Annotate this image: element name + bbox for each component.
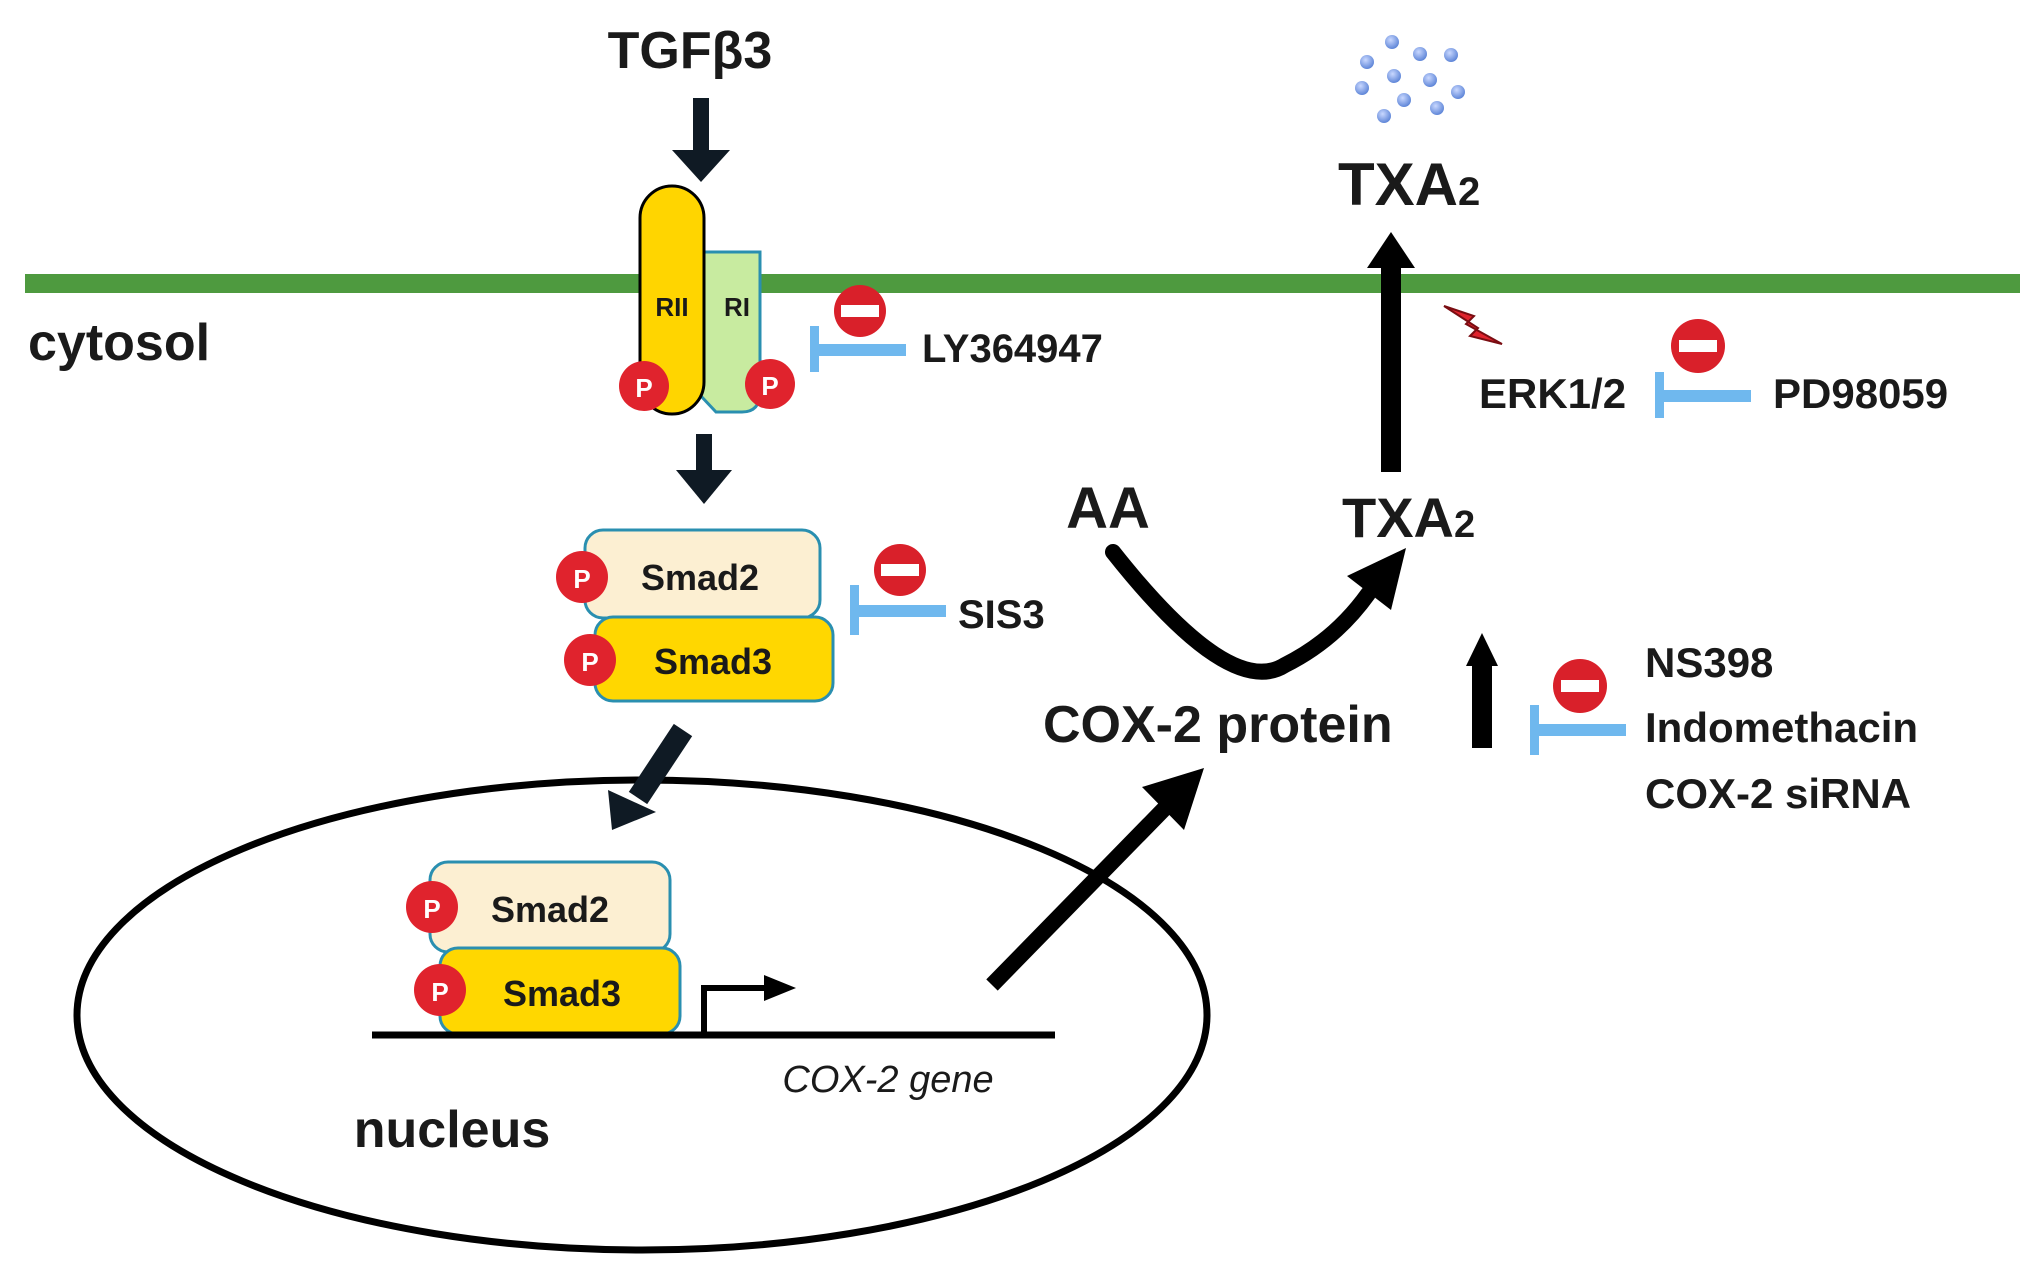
smad3-label: Smad3 — [654, 641, 772, 682]
gene-label: COX-2 gene — [782, 1059, 993, 1101]
phospho-badge-smad3 — [564, 634, 616, 686]
cell-membrane — [25, 274, 2020, 293]
gene-to-protein-arrow — [986, 768, 1204, 991]
molecule-dot — [1430, 101, 1444, 115]
receptor-complex: RII RI P P — [619, 184, 795, 416]
smad3-label: Smad3 — [503, 973, 621, 1014]
phospho-badge-ri — [745, 359, 795, 409]
inhibitor-bar — [850, 605, 946, 617]
nucleus-smad-complex: Smad2 Smad3 P P — [406, 860, 682, 1036]
molecule-dot — [1377, 109, 1391, 123]
nucleus-label: nucleus — [354, 1101, 551, 1159]
phospho-label: P — [431, 977, 448, 1007]
inhibitor-label-cox2: COX-2 siRNA — [1645, 770, 1911, 817]
smad-to-nucleus-arrow — [608, 723, 693, 830]
smad2-label: Smad2 — [641, 557, 759, 598]
receptor-i-label: RI — [724, 292, 750, 322]
aa-to-txa2-arrow — [1105, 544, 1406, 680]
phospho-badge-smad3 — [414, 964, 466, 1016]
inhibitor-bar — [1530, 724, 1626, 736]
molecule-dot — [1397, 93, 1411, 107]
txa2-secretion-arrow — [1367, 232, 1415, 472]
phospho-label: P — [573, 564, 590, 594]
inhibitor-erk — [1655, 319, 1751, 418]
phospho-label: P — [635, 373, 652, 403]
ligand-arrow — [672, 98, 730, 182]
phospho-label: P — [423, 894, 440, 924]
molecule-dot — [1385, 35, 1399, 49]
phospho-badge-smad2 — [556, 551, 608, 603]
inhibitor-label-cox2: NS398 — [1645, 639, 1773, 686]
inhibitor-cox2 — [1530, 659, 1626, 755]
phospho-badge-rii — [619, 361, 669, 411]
molecule-dot — [1413, 47, 1427, 61]
smad2-label: Smad2 — [491, 889, 609, 930]
inhibitor-label-erk: PD98059 — [1773, 370, 1948, 417]
aa-label: AA — [1066, 476, 1150, 541]
erk-label: ERK1/2 — [1479, 370, 1626, 417]
transcription-start-arrow — [701, 975, 796, 1035]
receptor-to-smad-arrow — [676, 434, 732, 504]
receptor-ii-label: RII — [655, 292, 688, 322]
inhibitor-smad3 — [850, 544, 946, 635]
txa2-extracellular-label: TXA2 — [1338, 151, 1480, 218]
molecule-dot — [1444, 48, 1458, 62]
inhibitor-receptor — [810, 285, 906, 372]
cox2-protein-label: COX-2 protein — [1043, 696, 1393, 754]
inhibitor-bar — [810, 344, 906, 356]
receptor-ii-shape — [638, 184, 706, 416]
inhibitor-label-smad3: SIS3 — [958, 593, 1045, 637]
ligand-label: TGFβ3 — [608, 22, 773, 80]
phospho-label: P — [581, 647, 598, 677]
molecule-dot — [1387, 69, 1401, 83]
phospho-label: P — [761, 371, 778, 401]
lightning-bolt-icon — [1443, 305, 1503, 345]
txa2-intracellular-label: TXA2 — [1342, 486, 1475, 549]
inhibitor-bar — [1655, 390, 1751, 402]
cytosol-label: cytosol — [28, 314, 210, 372]
molecule-dot — [1355, 81, 1369, 95]
molecule-dot — [1423, 73, 1437, 87]
cytosol-smad-complex: Smad2 Smad3 P P — [556, 528, 835, 703]
molecule-dot — [1451, 85, 1465, 99]
phospho-badge-smad2 — [406, 881, 458, 933]
inhibitor-label-cox2: Indomethacin — [1645, 704, 1918, 751]
txa2-molecules — [1355, 35, 1465, 123]
upregulation-arrow — [1466, 633, 1498, 748]
molecule-dot — [1360, 55, 1374, 69]
inhibitor-label-receptor: LY364947 — [922, 327, 1103, 371]
